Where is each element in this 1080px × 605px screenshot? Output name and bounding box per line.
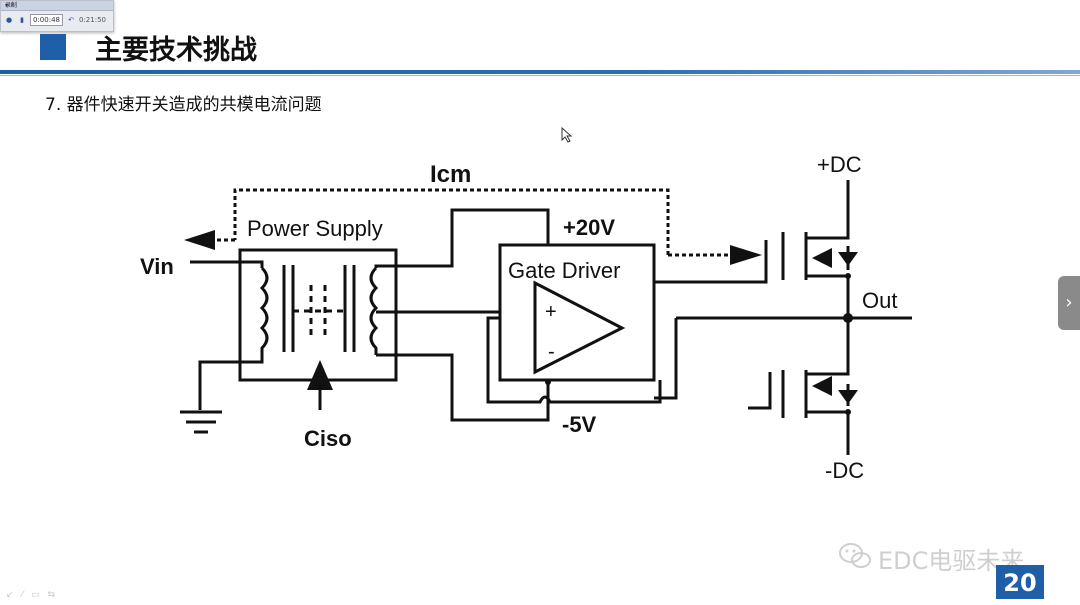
icm-label: Icm [430, 161, 471, 188]
upper-drain [806, 180, 850, 240]
circuit-marks [184, 230, 858, 415]
record-icon[interactable]: ● [5, 16, 13, 24]
total-time: 0:21:50 [79, 16, 106, 24]
wechat-icon [839, 543, 871, 568]
plus20v-label: +20V [563, 215, 615, 240]
circuit-wires [180, 180, 912, 455]
lower-source [806, 410, 850, 455]
elapsed-time: 0:00:48 [30, 14, 63, 26]
icm-loop [233, 188, 670, 255]
switch-tool-icon[interactable]: ⇆ [47, 590, 56, 600]
gate-driver-label: Gate Driver [508, 258, 620, 283]
pause-icon[interactable]: ▮ [20, 16, 24, 24]
ciso-arrow-icon [307, 360, 333, 390]
vin-label: Vin [140, 254, 174, 279]
lower-diode-icon [838, 390, 858, 404]
upper-source [806, 274, 850, 318]
slide-subtitle: 7. 器件快速开关造成的共模电流问题 [45, 95, 322, 115]
icm-right-arrow-icon [730, 245, 762, 265]
screen-tool-icon[interactable]: ▭ [31, 590, 40, 600]
ground-icon [180, 410, 222, 434]
player-close-icon[interactable]: ▾ ✕ [5, 2, 15, 9]
transformer-core-left [282, 265, 295, 352]
player-title: 录制 [5, 2, 18, 9]
plus-dc-label: +DC [817, 152, 862, 177]
out-node [843, 313, 853, 323]
pointer-tool-icon[interactable]: ↙ [6, 590, 14, 600]
slide-title: 主要技术挑战 [95, 35, 257, 66]
transformer-core-right [343, 265, 356, 352]
gate-low-wire [748, 372, 772, 410]
out-label: Out [862, 288, 897, 313]
vin-wire [190, 260, 264, 268]
next-slide-button[interactable]: › [1058, 276, 1080, 330]
lower-fet-arrow-icon [812, 376, 832, 396]
opamp-minus-label: - [548, 341, 555, 363]
gate-low-return [654, 318, 678, 400]
secondary-coil [369, 266, 379, 355]
gate-high-wire [654, 240, 768, 284]
power-supply-label: Power Supply [247, 216, 383, 241]
opamp-feedback [486, 316, 662, 404]
player-titlebar[interactable]: 录制 ▾ ✕ [1, 1, 113, 11]
mouse-cursor-icon [561, 126, 573, 143]
upper-fet-arrow-icon [812, 248, 832, 268]
plus20v-rail [374, 208, 550, 268]
opamp-triangle [533, 280, 626, 375]
recording-player: 录制 ▾ ✕ ● ▮ 0:00:48 ↶ 0:21:50 [0, 0, 114, 32]
upper-diode-icon [838, 252, 858, 266]
slide-tools: ↙ ⁄ ▭ ⇆ [6, 590, 55, 600]
opamp-plus-label: + [545, 301, 557, 323]
minus5v-label: -5V [562, 412, 597, 437]
minus-dc-label: -DC [825, 458, 864, 483]
slide-number: 20 [996, 565, 1044, 599]
title-divider-thin [0, 75, 1080, 76]
undo-icon[interactable]: ↶ [68, 16, 74, 24]
ciso-capacitor [293, 285, 345, 410]
minus5v-node [545, 379, 551, 385]
minus5v-rail [396, 353, 550, 422]
lower-drain [806, 318, 850, 376]
ciso-label: Ciso [304, 426, 352, 451]
primary-coil [198, 266, 269, 410]
pen-tool-icon[interactable]: ⁄ [21, 590, 24, 600]
title-marker [40, 34, 66, 60]
title-divider [0, 70, 1080, 74]
gate-driver-box [498, 243, 656, 382]
icm-left-arrow-icon [184, 230, 215, 250]
